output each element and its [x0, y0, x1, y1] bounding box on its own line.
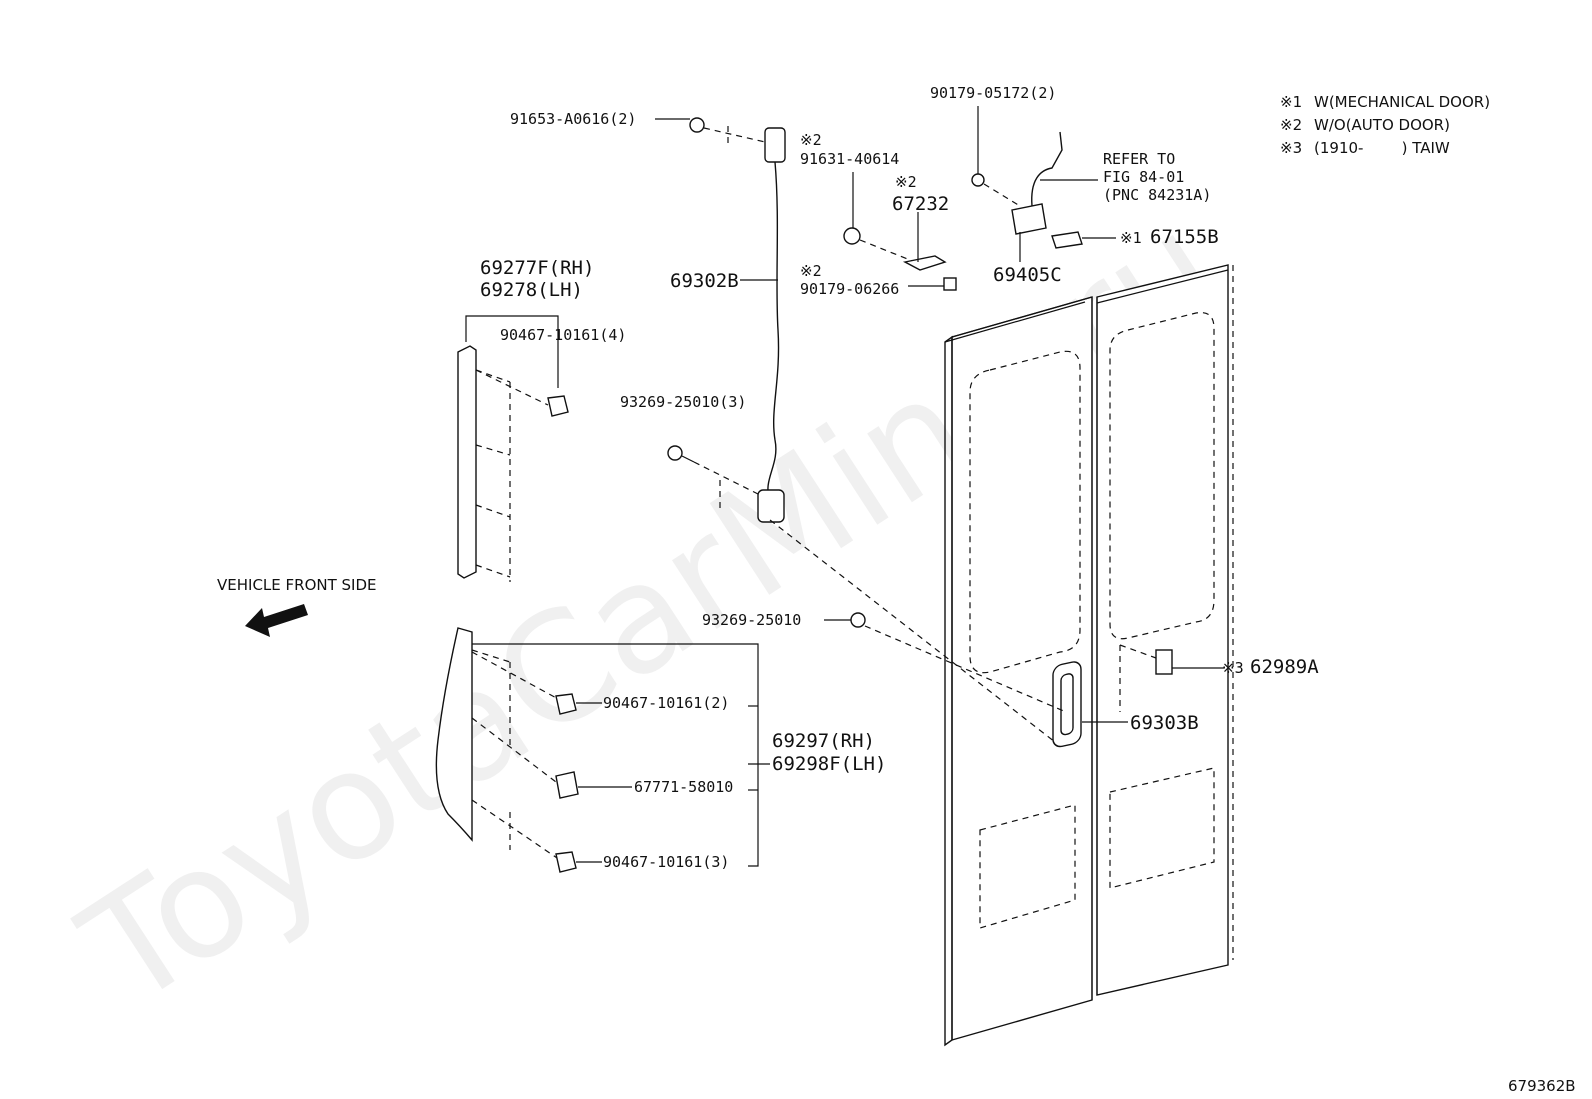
rear-door-assembly [944, 264, 1234, 1047]
lever-67232 [902, 255, 947, 271]
figure-code: 679362B [1508, 1077, 1576, 1095]
note-1-mark: ※1 [1280, 93, 1302, 111]
refer-line-2: FIG 84-01 [1103, 168, 1184, 186]
mark-62989a: ※3 [1222, 659, 1244, 677]
clip-90467-upper [547, 395, 569, 417]
left-door-lower-panel [979, 804, 1076, 929]
right-door-lower-panel [1109, 767, 1215, 889]
label-90467-3: 90467-10161(3) [603, 853, 729, 871]
label-67155b: 67155B [1150, 226, 1219, 248]
note-2-mark: ※2 [1280, 116, 1302, 134]
clip-90467-3 [555, 851, 577, 873]
right-door-window [1109, 311, 1215, 640]
label-67232: 67232 [892, 193, 949, 215]
mark-90179-06266: ※2 [800, 262, 822, 280]
lever-assembly [843, 172, 957, 291]
label-69278: 69278(LH) [480, 279, 583, 301]
front-arrow-icon [245, 604, 308, 637]
retainer-67771 [555, 771, 579, 799]
label-91631: 91631-40614 [800, 150, 899, 168]
label-69405c: 69405C [993, 264, 1062, 286]
clip-62989a-body [1155, 649, 1173, 675]
latch-67155b [1051, 231, 1083, 249]
label-69302b: 69302B [670, 270, 739, 292]
refer-line-3: (PNC 84231A) [1103, 186, 1211, 204]
label-90179-06266: 90179-06266 [800, 280, 899, 298]
left-door-window [969, 350, 1081, 674]
clip-90467-2 [555, 693, 577, 715]
nut-90179-05172 [971, 173, 985, 187]
door-handle-69303b [1052, 661, 1128, 748]
right-door-panel [1096, 264, 1229, 996]
refer-line-1: REFER TO [1103, 150, 1175, 168]
label-62989a: 62989A [1250, 656, 1319, 678]
note-1-text: W(MECHANICAL DOOR) [1314, 93, 1490, 111]
mark-91631: ※2 [800, 131, 822, 149]
vehicle-front-indicator: VEHICLE FRONT SIDE [217, 576, 377, 637]
vehicle-front-label: VEHICLE FRONT SIDE [217, 576, 377, 594]
notes-legend: ※1 W(MECHANICAL DOOR) ※2 W/O(AUTO DOOR) … [1280, 93, 1490, 157]
left-door-edge [944, 335, 953, 1047]
note-3-mark: ※3 [1280, 139, 1302, 157]
upper-lock-69405c [971, 106, 1116, 262]
label-69277f: 69277F(RH) [480, 257, 594, 279]
mark-67232: ※2 [895, 173, 917, 191]
lower-lock-bracket [757, 489, 785, 523]
lock-body-69405c [1011, 203, 1047, 235]
label-91653: 91653-A0616(2) [510, 110, 636, 128]
mark-67155b: ※1 [1120, 229, 1142, 247]
label-69298f: 69298F(LH) [772, 753, 886, 775]
label-93269-3: 93269-25010(3) [620, 393, 746, 411]
label-67771: 67771-58010 [634, 778, 733, 796]
label-69297: 69297(RH) [772, 730, 875, 752]
label-90467-4: 90467-10161(4) [500, 326, 626, 344]
lock-cable-69302b [740, 127, 786, 523]
pillar-garnish-lower [435, 627, 770, 867]
screws-93269 [667, 445, 1067, 743]
upper-lock-bracket [764, 127, 786, 163]
screw-91653 [655, 117, 766, 148]
fasteners-lower [555, 693, 632, 873]
note-2-text: W/O(AUTO DOOR) [1314, 116, 1450, 134]
note-3-text: (1910- ) TAIW [1314, 139, 1450, 157]
screw-93269 [850, 612, 866, 628]
bolt-91631 [843, 227, 861, 245]
label-90179-05172: 90179-05172(2) [930, 84, 1056, 102]
label-90467-2: 90467-10161(2) [603, 694, 729, 712]
label-69303b: 69303B [1130, 712, 1199, 734]
label-93269: 93269-25010 [702, 611, 801, 629]
screw-93269-3 [667, 445, 683, 461]
nut-90179-06266 [943, 277, 957, 291]
pillar-garnish-upper [457, 315, 559, 582]
clip-62989a [1119, 644, 1224, 712]
